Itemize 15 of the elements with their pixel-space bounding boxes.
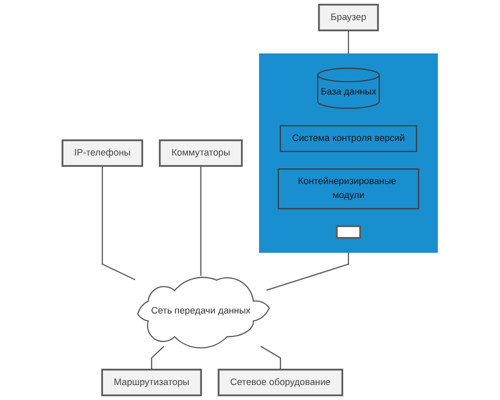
node-box: Браузер [318,4,379,32]
cluster [259,53,438,253]
node-box: Маршрутизаторы [101,368,202,396]
node-box: Система контроля версий [280,125,418,152]
connector [200,166,202,276]
connector [348,30,350,54]
node-box [336,225,362,239]
node-box: Сетевое оборудование [218,368,344,396]
connector [151,346,164,370]
node-box: IP-телефоны [62,139,144,167]
node-box: Коммутаторы [158,139,243,167]
connector [266,252,350,291]
node-box: Контейнеризированые модули [278,168,420,210]
connector [260,346,282,370]
connector [102,166,136,280]
